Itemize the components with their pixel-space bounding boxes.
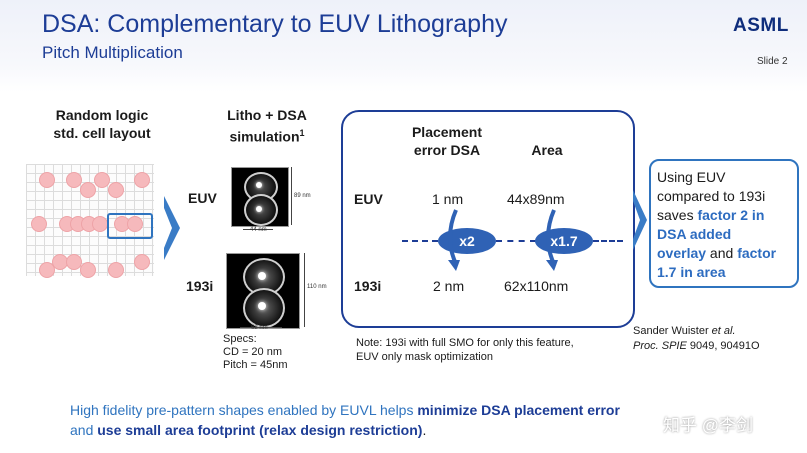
contact-dot (66, 172, 82, 188)
193i-height-dimension (304, 253, 305, 327)
chevron-right-icon (164, 196, 180, 260)
specs-block: Specs: CD = 20 nm Pitch = 45nm (223, 333, 288, 372)
note-line2: EUV only mask optimization (356, 351, 493, 363)
contact-dot (108, 182, 124, 198)
layout-label: Random logic std. cell layout (32, 106, 172, 142)
placement-error-header: Placement error DSA (392, 123, 502, 159)
footnote-marker: 1 (299, 128, 305, 138)
placement-header-line1: Placement (411, 124, 483, 140)
193i-width-dimension (240, 327, 282, 328)
slide-title: DSA: Complementary to EUV Lithography (42, 10, 508, 38)
layout-label-line1: Random logic (55, 107, 149, 123)
193i-area-value: 62x110nm (504, 278, 569, 294)
summary-part2-pre: and (70, 422, 98, 438)
conclusion-line5-bold2: factor (737, 245, 777, 261)
curved-arrow-down-icon (448, 209, 460, 271)
euv-height-label: 89 nm (294, 193, 311, 199)
watermark: 知乎 @李剑 (663, 416, 753, 435)
curved-arrow-down-icon (546, 209, 558, 271)
area-factor-badge: x1.7 (535, 228, 593, 254)
contact-dot (134, 172, 150, 188)
193i-placement-value: 2 nm (433, 278, 465, 294)
chevron-right-icon (633, 190, 647, 250)
citation-journal: Proc. SPIE (633, 340, 687, 352)
193i-simulation-image (226, 253, 300, 329)
contact-dot (31, 216, 47, 232)
conclusion-line6-bold: 1.7 in area (657, 264, 726, 280)
specs-pitch: Pitch = 45nm (223, 359, 288, 371)
contact-dot (39, 262, 55, 278)
slide-subtitle: Pitch Multiplication (42, 43, 183, 62)
conclusion-text: Using EUV compared to 193i saves factor … (657, 168, 797, 282)
note-line1: Note: 193i with full SMO for only this f… (356, 337, 574, 349)
contact-dot (92, 216, 108, 232)
contact-dot (80, 182, 96, 198)
sim-row-euv: EUV (188, 190, 217, 206)
citation-etal: et al. (711, 325, 736, 337)
placement-factor-badge: x2 (438, 228, 496, 254)
citation: Sander Wuister et al. Proc. SPIE 9049, 9… (633, 324, 760, 354)
euv-simulation-image (231, 167, 289, 227)
conclusion-box (649, 159, 799, 288)
dashed-separator (402, 240, 438, 242)
placement-header-line2: error DSA (413, 142, 481, 158)
conclusion-line4-bold: DSA added (657, 226, 732, 242)
table-row-193i: 193i (354, 278, 382, 294)
conclusion-line3-bold: factor 2 in (697, 207, 765, 223)
specs-title: Specs: (223, 333, 257, 345)
summary-part2-bold: use small area footprint (relax design r… (97, 422, 423, 438)
euv-placement-value: 1 nm (432, 191, 464, 207)
euv-width-label: 44 nm (250, 227, 267, 233)
specs-cd: CD = 20 nm (223, 346, 282, 358)
layout-label-line2: std. cell layout (53, 125, 151, 141)
comparison-box (341, 110, 635, 328)
conclusion-line1: Using EUV (657, 169, 726, 185)
contact-dot (66, 254, 82, 270)
area-header: Area (531, 142, 563, 158)
asml-logo: ASML (733, 15, 789, 36)
table-row-euv: EUV (354, 191, 383, 207)
contact-dot (134, 254, 150, 270)
citation-author: Sander Wuister (633, 325, 712, 337)
summary-part1-bold: minimize DSA placement error (417, 402, 620, 418)
dashed-separator (593, 240, 623, 242)
conclusion-line5-plain: and (706, 245, 738, 261)
contact-dot (108, 262, 124, 278)
simulation-label: Litho + DSA simulation1 (212, 106, 322, 146)
conclusion-line2: compared to 193i (657, 188, 766, 204)
summary-part1: High fidelity pre-pattern shapes enabled… (70, 402, 418, 418)
sim-row-193i: 193i (186, 278, 214, 294)
193i-height-label: 110 nm (307, 284, 327, 290)
contact-dot (80, 262, 96, 278)
euv-width-dimension (243, 229, 273, 230)
citation-ref: 9049, 90491O (686, 340, 760, 352)
contact-dot (127, 216, 143, 232)
slide-header: DSA: Complementary to EUV Lithography Pi… (0, 0, 807, 92)
slide-number: Slide 2 (757, 56, 788, 67)
euv-area-value: 44x89nm (507, 191, 565, 207)
summary-statement: High fidelity pre-pattern shapes enabled… (70, 400, 750, 440)
euv-height-dimension (291, 167, 292, 225)
conclusion-line3-plain: saves (657, 207, 698, 223)
simulation-label-line1: Litho + DSA (227, 107, 307, 123)
contact-dot (39, 172, 55, 188)
contact-dot (94, 172, 110, 188)
summary-part2-end: . (422, 422, 427, 438)
simulation-label-line2: simulation (229, 128, 300, 145)
footnote-text: Note: 193i with full SMO for only this f… (356, 336, 574, 364)
conclusion-line5-bold: overlay (657, 245, 707, 261)
highlighted-feature-box (107, 213, 153, 239)
dashed-separator (496, 240, 536, 242)
193i-width-label: 62 nm (251, 325, 268, 331)
